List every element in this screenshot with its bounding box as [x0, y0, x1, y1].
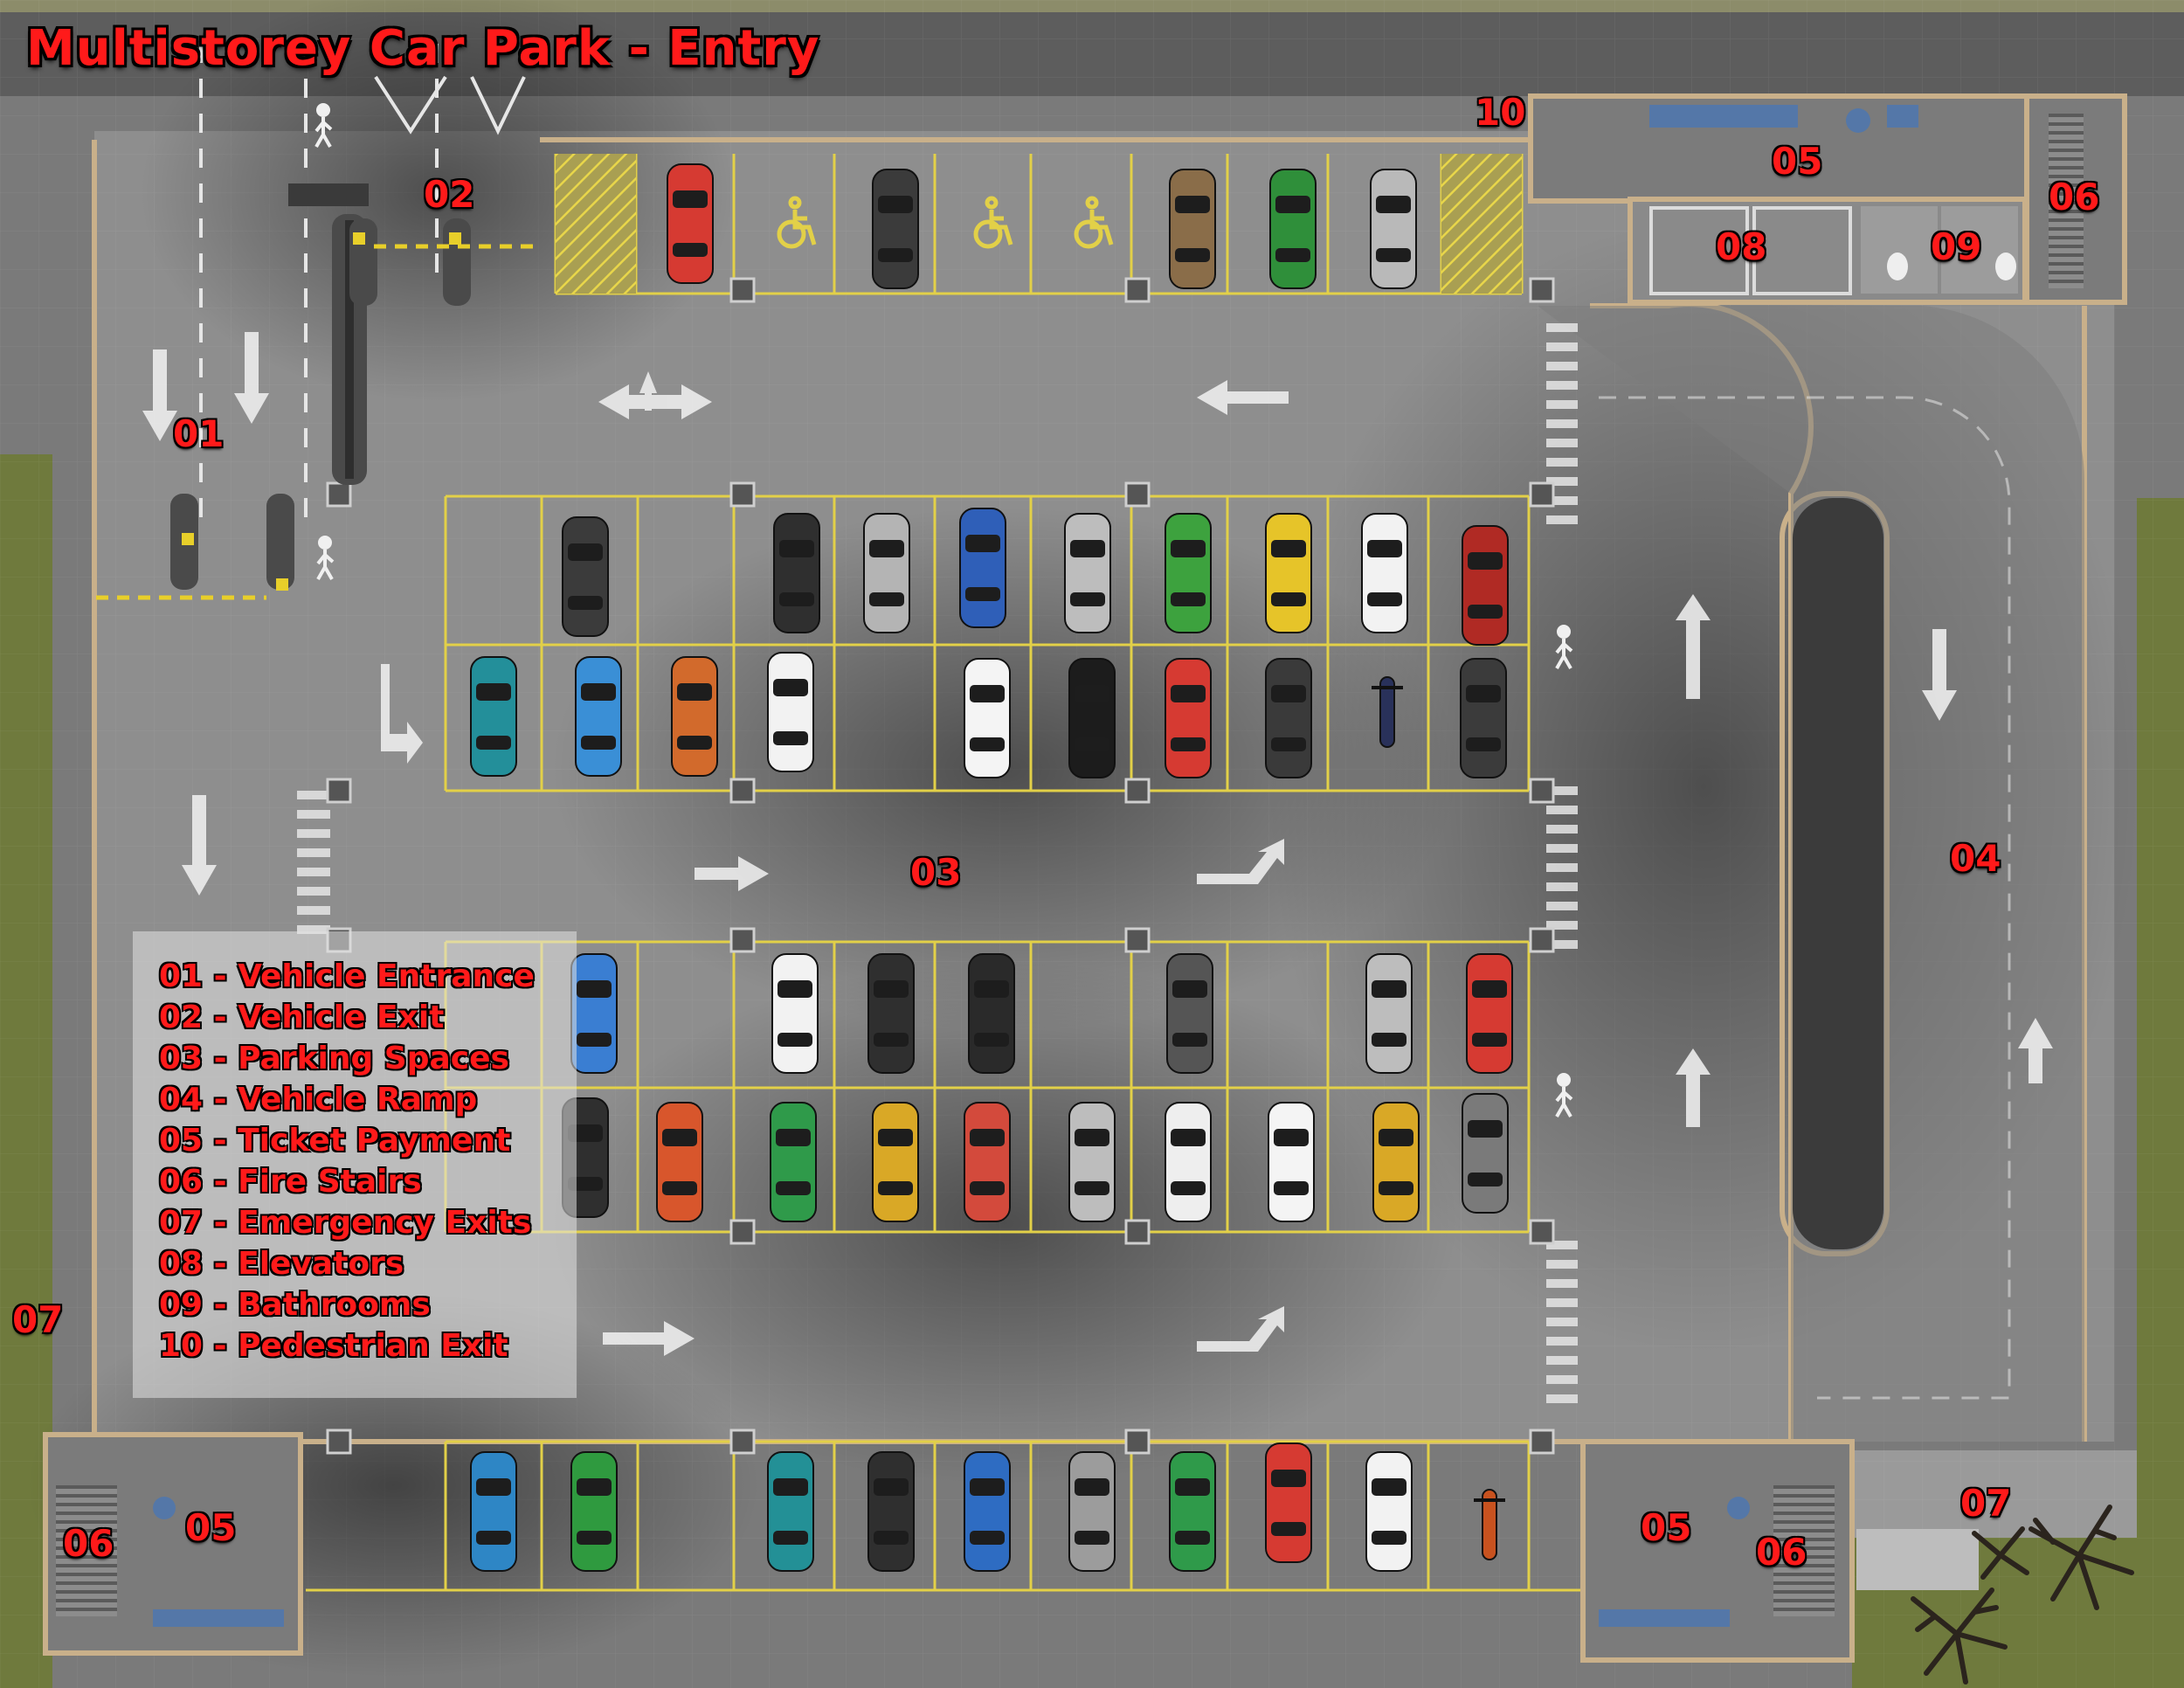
legend-list: 01 - Vehicle Entrance 02 - Vehicle Exit …: [133, 931, 577, 1366]
area-label-10: 10: [1475, 91, 1526, 134]
legend-entry-10: 10 - Pedestrian Exit: [159, 1328, 508, 1364]
legend-entry-06: 06 - Fire Stairs: [159, 1164, 422, 1200]
area-label-02: 02: [424, 173, 475, 216]
legend-entry-04: 04 - Vehicle Ramp: [159, 1082, 478, 1117]
map-title: Multistorey Car Park - Entry: [26, 20, 820, 77]
parked-cars: [470, 163, 1513, 1572]
area-label-07-west: 07: [12, 1298, 64, 1341]
area-label-06-north: 06: [2049, 176, 2100, 218]
area-label-07-south: 07: [1960, 1482, 2012, 1525]
parking-bays: [306, 154, 1583, 1592]
area-label-03: 03: [910, 851, 962, 894]
legend-entry-02: 02 - Vehicle Exit: [159, 1000, 445, 1035]
area-label-01: 01: [173, 412, 225, 455]
disabled-bay-icons: [777, 196, 1114, 249]
area-label-05-southeast: 05: [1641, 1506, 1692, 1549]
hatched-zones: [556, 154, 1522, 294]
area-label-08: 08: [1716, 225, 1767, 268]
legend-entry-03: 03 - Parking Spaces: [159, 1041, 509, 1076]
area-label-06-southwest: 06: [63, 1522, 114, 1565]
legend-entry-09: 09 - Bathrooms: [159, 1287, 431, 1323]
area-label-04: 04: [1950, 837, 2001, 880]
area-label-05-southwest: 05: [185, 1506, 237, 1549]
zebra-crossings: [297, 323, 1578, 1403]
pedestrian-symbols: [314, 103, 1573, 1117]
entrance-exit-booths: [96, 44, 538, 600]
legend-entry-08: 08 - Elevators: [159, 1246, 404, 1282]
bare-trees: [1911, 1505, 2134, 1685]
area-label-06-southeast: 06: [1756, 1531, 1807, 1574]
legend-entry-01: 01 - Vehicle Entrance: [159, 958, 535, 994]
map-legend: 01 - Vehicle Entrance 02 - Vehicle Exit …: [133, 931, 577, 1398]
legend-entry-05: 05 - Ticket Payment: [159, 1123, 511, 1159]
area-label-05-north: 05: [1772, 140, 1823, 183]
vehicle-ramp: [1538, 306, 2085, 1442]
legend-entry-07: 07 - Emergency Exits: [159, 1205, 532, 1241]
service-rooms: [43, 93, 2127, 1663]
road-arrows: [142, 332, 2053, 1356]
area-label-09: 09: [1931, 225, 1982, 268]
